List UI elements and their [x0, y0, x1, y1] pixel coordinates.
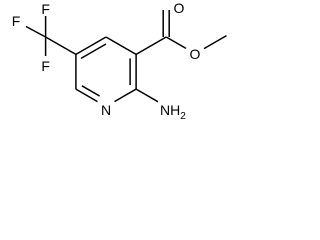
bond-c2-n1: [114, 88, 137, 103]
ester-oxygen-label: O: [190, 46, 201, 62]
methyl-ester-group: O O: [135, 0, 227, 62]
bond-c2-nh2: [135, 88, 159, 103]
fluorine-bottom-label: F: [41, 58, 50, 74]
fluorine-left-label: F: [12, 13, 21, 29]
bond-ester-o-methyl: [203, 34, 227, 50]
pyridine-ring: [75, 36, 137, 103]
bond-n1-c6: [75, 88, 98, 103]
amine-group: N NH2: [101, 88, 186, 122]
bond-n1-c6-inner: [81, 85, 100, 97]
bond-c3-carbonyl: [135, 36, 167, 56]
carbonyl-oxygen-label: O: [174, 0, 185, 16]
amine-subscript-text: 2: [180, 111, 186, 122]
chemical-structure: F F F O O N NH2: [12, 0, 227, 122]
bond-cf3-f-left: [25, 25, 46, 38]
bond-c4-c5-inner: [80, 43, 107, 60]
bond-carbonyl-ester-o: [165, 36, 187, 50]
bond-c5-cf3: [45, 36, 77, 56]
amine-label: NH2: [160, 102, 186, 122]
amine-nh-text: NH: [160, 102, 180, 118]
bond-c4-c3: [105, 36, 137, 56]
bond-c4-c5: [75, 36, 107, 56]
fluorine-top-label: F: [41, 1, 50, 17]
ring-nitrogen-label: N: [101, 102, 111, 118]
trifluoromethyl-group: F F F: [12, 1, 77, 74]
